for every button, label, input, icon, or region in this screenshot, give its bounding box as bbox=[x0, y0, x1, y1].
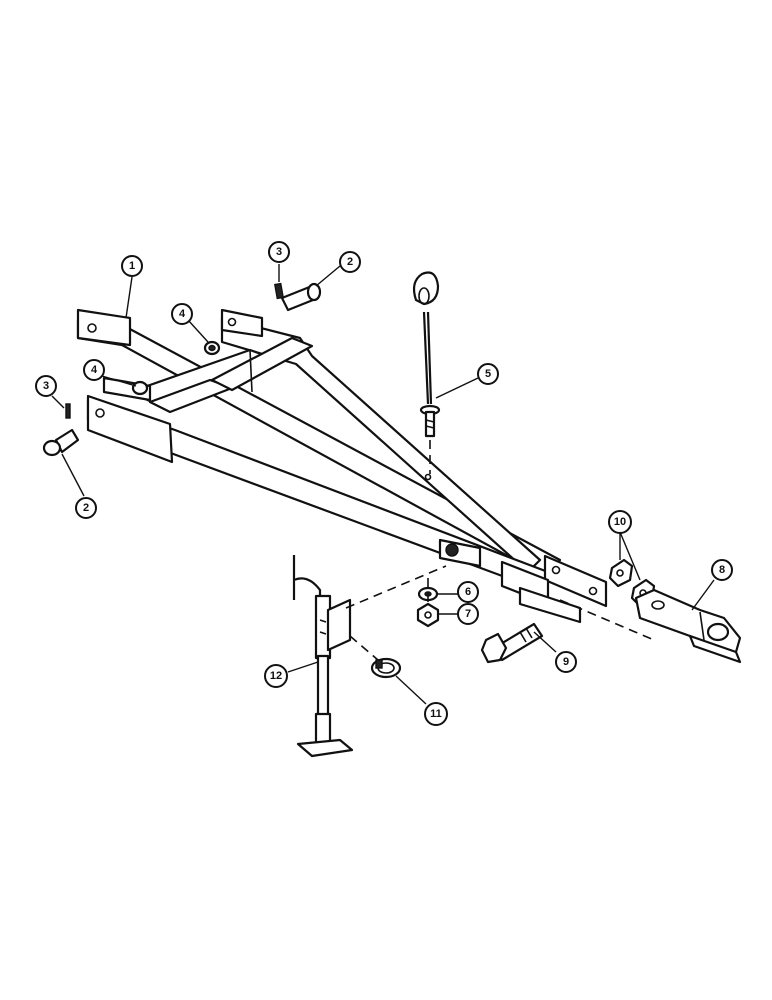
assembly-line-jack bbox=[345, 565, 447, 609]
callout-label: 9 bbox=[563, 656, 569, 668]
callout-label: 4 bbox=[91, 364, 98, 376]
callout-4-upper: 4 bbox=[171, 303, 193, 325]
callout-label: 6 bbox=[465, 586, 471, 598]
callout-11: 11 bbox=[424, 702, 448, 726]
callout-3-lower: 3 bbox=[35, 375, 57, 397]
callout-label: 2 bbox=[83, 502, 89, 514]
callout-label: 11 bbox=[430, 708, 442, 720]
callout-7: 7 bbox=[457, 603, 479, 625]
callout-label: 8 bbox=[719, 564, 725, 576]
callout-label: 5 bbox=[485, 368, 491, 380]
callout-4-lower: 4 bbox=[83, 359, 105, 381]
washer-lower bbox=[131, 380, 149, 396]
callout-label: 12 bbox=[270, 670, 282, 682]
callout-2-lower: 2 bbox=[75, 497, 97, 519]
clevis-pin-lower bbox=[42, 403, 80, 457]
hex-nut bbox=[416, 602, 440, 628]
callout-3-upper: 3 bbox=[268, 241, 290, 263]
jack-stand bbox=[292, 555, 354, 758]
callout-label: 4 bbox=[179, 308, 186, 320]
clevis-hitch bbox=[634, 588, 742, 664]
assembly-line-clevis bbox=[559, 599, 655, 641]
safety-pin bbox=[412, 271, 441, 438]
callout-label: 10 bbox=[614, 516, 626, 528]
hitch-frame bbox=[76, 308, 608, 624]
callout-1: 1 bbox=[121, 255, 143, 277]
callout-label: 1 bbox=[129, 260, 135, 272]
hex-bolt bbox=[480, 622, 544, 664]
leader-lines bbox=[51, 264, 715, 705]
callout-6: 6 bbox=[457, 581, 479, 603]
clevis-pin-upper bbox=[274, 282, 322, 312]
callout-2-upper: 2 bbox=[339, 251, 361, 273]
callout-label: 3 bbox=[43, 380, 49, 392]
callout-9: 9 bbox=[555, 651, 577, 673]
callout-label: 3 bbox=[276, 246, 282, 258]
assembly-line-clamp bbox=[349, 635, 379, 661]
clamp-ring bbox=[370, 657, 402, 679]
callout-12: 12 bbox=[264, 664, 288, 688]
callout-label: 2 bbox=[347, 256, 353, 268]
callout-label: 7 bbox=[465, 608, 471, 620]
callout-8: 8 bbox=[711, 559, 733, 581]
callout-5: 5 bbox=[477, 363, 499, 385]
callout-10: 10 bbox=[608, 510, 632, 534]
washer-upper bbox=[203, 340, 221, 356]
